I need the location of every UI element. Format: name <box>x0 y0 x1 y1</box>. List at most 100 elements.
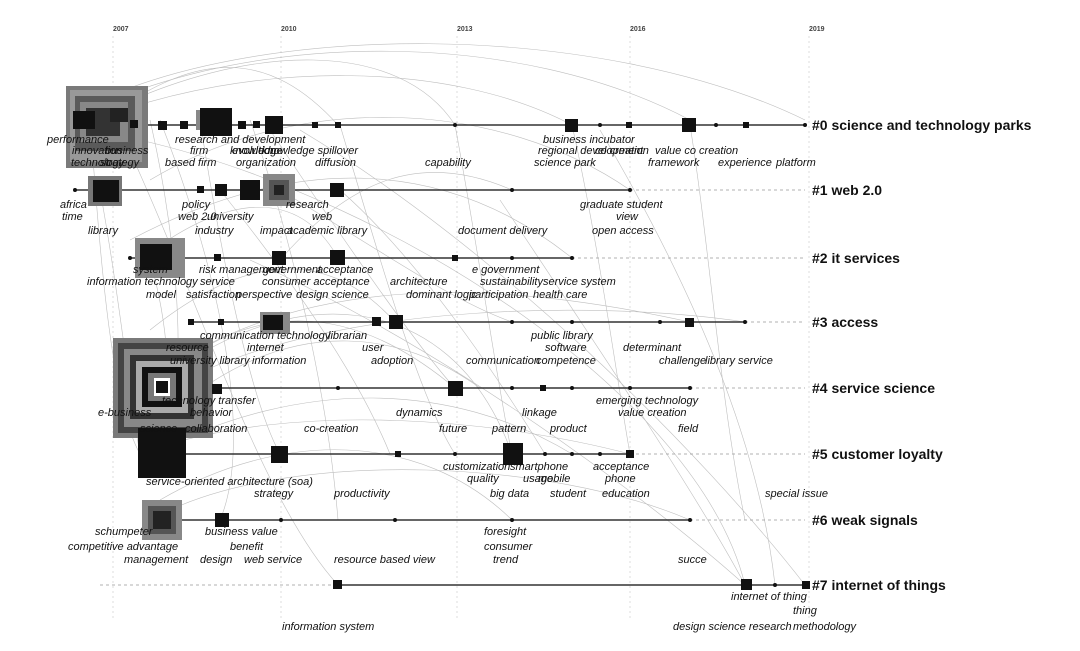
keyword-label: model <box>146 289 177 301</box>
keyword-label: strategy <box>254 488 295 500</box>
node-dot <box>598 123 602 127</box>
keyword-label: university <box>207 211 255 223</box>
keyword-label: succe <box>678 554 707 566</box>
node-dot <box>714 123 718 127</box>
keyword-label: consumer <box>484 541 534 553</box>
cluster-label: #1 web 2.0 <box>812 182 882 198</box>
node-dot <box>453 123 457 127</box>
keyword-label: platform <box>775 157 816 169</box>
keyword-label: architecture <box>390 276 447 288</box>
node-square <box>140 244 172 270</box>
node-square <box>73 111 95 129</box>
node-square <box>274 185 284 195</box>
keyword-label: web service <box>244 554 302 566</box>
node-square <box>240 180 260 200</box>
keyword-label: co creation <box>595 145 649 157</box>
node-dot <box>393 518 397 522</box>
node-square <box>188 319 194 325</box>
node-square <box>110 108 128 122</box>
node-dot <box>688 518 692 522</box>
node-dot <box>570 256 574 260</box>
keyword-label: methodology <box>793 621 857 633</box>
node-square <box>156 381 168 393</box>
keyword-label: dynamics <box>396 407 443 419</box>
keyword-label: design <box>200 554 232 566</box>
keyword-label: university library <box>170 355 251 367</box>
node-square <box>265 116 283 134</box>
node-dot <box>73 188 77 192</box>
node-dot <box>570 452 574 456</box>
keyword-label: organization <box>236 157 296 169</box>
node-dot <box>658 320 662 324</box>
keyword-label: business value <box>205 526 278 538</box>
node-square <box>626 122 632 128</box>
node-square <box>158 121 167 130</box>
node-square <box>330 183 344 197</box>
keyword-label: framework <box>648 157 700 169</box>
keyword-label: consumer acceptance <box>262 276 370 288</box>
node-dot <box>510 320 514 324</box>
keyword-label: web 2.0 <box>178 211 217 223</box>
node-square <box>685 318 694 327</box>
keyword-label: science <box>140 423 177 435</box>
keyword-label: open access <box>592 225 654 237</box>
keyword-label: information technology <box>87 276 199 288</box>
node-square <box>215 513 229 527</box>
keyword-label: resource based view <box>334 554 436 566</box>
node-square <box>312 122 318 128</box>
keyword-label: time <box>62 211 83 223</box>
node-square <box>218 319 224 325</box>
keyword-label: communication <box>466 355 540 367</box>
node-square <box>138 428 186 478</box>
keyword-label: schumpeter <box>95 526 154 538</box>
keyword-label: design science research <box>673 621 792 633</box>
keyword-label: firm <box>190 145 208 157</box>
keyword-label: special issue <box>765 488 828 500</box>
keyword-label: participation <box>468 289 528 301</box>
keyword-label: behavior <box>190 407 234 419</box>
keyword-label: foresight <box>484 526 527 538</box>
keyword-label: policy <box>181 199 212 211</box>
keyword-label: customization <box>443 461 510 473</box>
keyword-label: adoption <box>371 355 413 367</box>
node-square <box>626 450 634 458</box>
keyword-label: experience <box>718 157 772 169</box>
node-square <box>93 180 119 202</box>
node-dot <box>628 386 632 390</box>
keyword-label: strategy <box>100 157 141 169</box>
keyword-label: emerging technology <box>596 395 700 407</box>
cluster-label: #3 access <box>812 314 878 330</box>
keyword-label: dominant logic <box>406 289 477 301</box>
node-square <box>180 121 188 129</box>
keyword-label: science park <box>534 157 596 169</box>
keyword-label: regional development <box>538 145 644 157</box>
keyword-label: perspective <box>235 289 292 301</box>
node-dot <box>598 452 602 456</box>
node-square <box>330 250 345 265</box>
keyword-label: quality <box>467 473 500 485</box>
keyword-label: internet of thing <box>731 591 808 603</box>
keyword-label: student <box>550 488 587 500</box>
keyword-label: value co creation <box>655 145 738 157</box>
keyword-label: service <box>200 276 235 288</box>
node-square <box>271 446 288 463</box>
year-label: 2019 <box>809 26 825 33</box>
keyword-label: risk management <box>199 264 284 276</box>
keyword-label: view <box>616 211 639 223</box>
keyword-label: capability <box>425 157 472 169</box>
node-dot <box>279 518 283 522</box>
node-dot <box>510 386 514 390</box>
node-dot <box>543 452 547 456</box>
keyword-label: africa <box>60 199 87 211</box>
keyword-label: thing <box>793 605 818 617</box>
node-square <box>215 184 227 196</box>
node-square <box>389 315 403 329</box>
cluster-label: #7 internet of things <box>812 577 946 593</box>
keyword-label: library service <box>705 355 773 367</box>
node-square <box>448 381 463 396</box>
node-square <box>741 579 752 590</box>
keyword-label: acceptance <box>593 461 649 473</box>
keyword-label: technology <box>71 157 126 169</box>
